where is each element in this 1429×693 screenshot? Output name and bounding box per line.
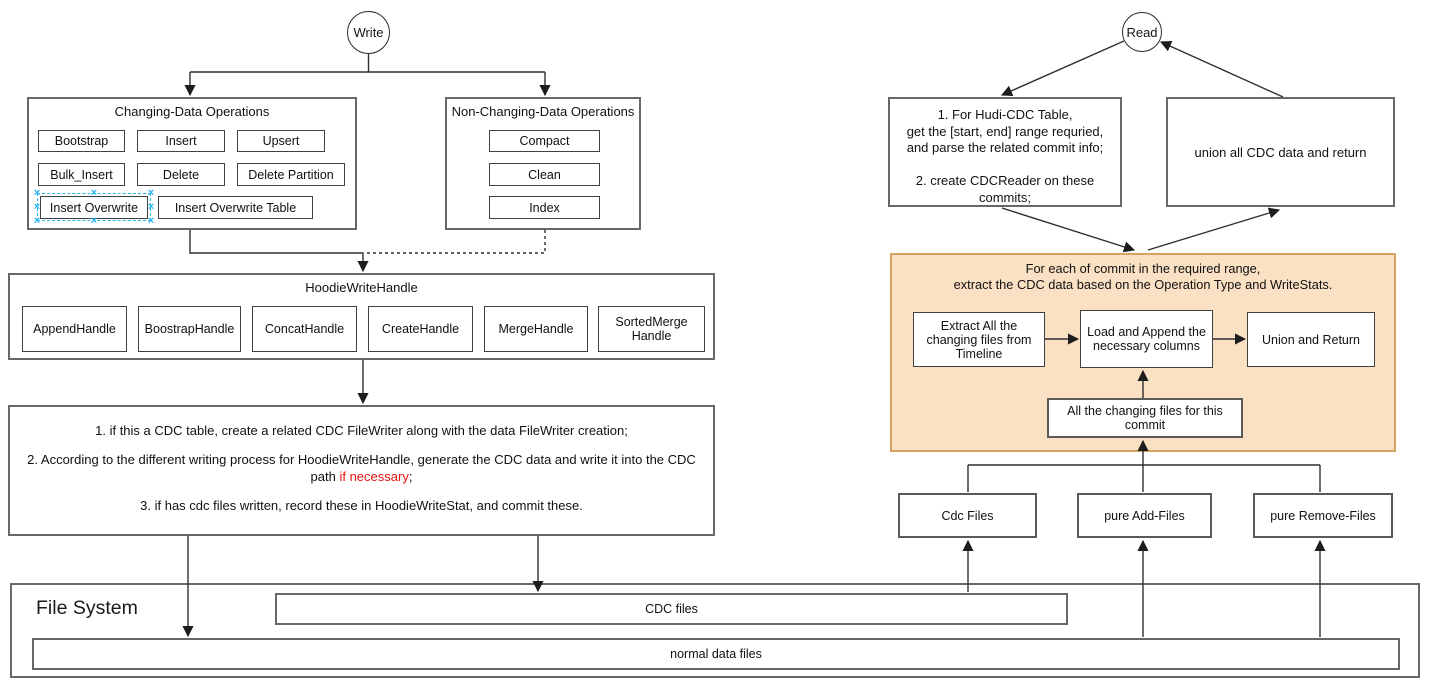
write-step-3: 3. if has cdc files written, record thes… bbox=[140, 498, 583, 513]
union-all-box-label: union all CDC data and return bbox=[1194, 144, 1367, 160]
non-changing-ops-title: Non-Changing-Data Operations bbox=[451, 104, 635, 119]
handle-append[interactable]: AppendHandle bbox=[22, 306, 127, 352]
selection-handle-icon[interactable]: × bbox=[33, 215, 41, 227]
op-compact[interactable]: Compact bbox=[489, 130, 600, 152]
op-bulk-insert-label: Bulk_Insert bbox=[50, 167, 113, 182]
read-range-line: get the [start, end] range requried, bbox=[906, 123, 1104, 139]
extract-files-box-label: Extract All the changing files from Time… bbox=[926, 318, 1032, 361]
cdc-files-group-box[interactable]: Cdc Files bbox=[898, 493, 1037, 538]
normal-files-store-label: normal data files bbox=[670, 647, 762, 661]
op-insert-overwrite-label: Insert Overwrite bbox=[49, 200, 139, 215]
connector-range-to-percommit[interactable] bbox=[1001, 207, 1136, 253]
write-step-2-suffix: ; bbox=[408, 469, 413, 484]
handle-concat-label: ConcatHandle bbox=[264, 322, 345, 336]
read-range-line: 2. create CDCReader on these bbox=[915, 173, 1095, 188]
connector-nonchanging-dashed[interactable] bbox=[366, 230, 546, 254]
cdc-files-store-label: CDC files bbox=[645, 602, 698, 616]
load-append-box-label: Load and Append the necessary columns bbox=[1087, 325, 1206, 353]
op-index[interactable]: Index bbox=[489, 196, 600, 219]
handle-boostrap[interactable]: BoostrapHandle bbox=[138, 306, 241, 352]
selection-outline: × × × × × × × × bbox=[34, 188, 154, 227]
op-bootstrap[interactable]: Bootstrap bbox=[38, 130, 125, 152]
add-files-group-label: pure Add-Files bbox=[1104, 508, 1185, 523]
selection-handle-icon[interactable]: × bbox=[33, 187, 41, 199]
connector-read-to-range-box[interactable] bbox=[1000, 40, 1125, 97]
remove-files-group-label: pure Remove-Files bbox=[1270, 508, 1376, 523]
union-return-box-label: Union and Return bbox=[1262, 332, 1360, 347]
op-delete-partition[interactable]: Delete Partition bbox=[237, 163, 345, 186]
handle-concat[interactable]: ConcatHandle bbox=[252, 306, 357, 352]
selection-handle-icon[interactable]: × bbox=[147, 201, 155, 213]
normal-files-store[interactable]: normal data files bbox=[32, 638, 1400, 670]
connector-percommit-to-union[interactable] bbox=[1147, 207, 1281, 251]
changing-files-box[interactable]: All the changing files for this commit bbox=[1047, 398, 1243, 438]
write-step-2-highlight: if necessary bbox=[339, 469, 409, 484]
cdc-write-steps-box[interactable]: 1. if this a CDC table, create a related… bbox=[8, 405, 715, 536]
file-system-title: File System bbox=[36, 597, 138, 619]
changing-ops-title: Changing-Data Operations bbox=[114, 104, 270, 119]
handle-create-label: CreateHandle bbox=[381, 322, 460, 336]
op-clean-label: Clean bbox=[528, 167, 561, 182]
op-insert-overwrite[interactable]: Insert Overwrite bbox=[40, 196, 148, 219]
op-bulk-insert[interactable]: Bulk_Insert bbox=[38, 163, 125, 186]
write-step-2-prefix: 2. According to the different writing pr… bbox=[27, 452, 696, 484]
connector-changing-to-writehandle[interactable] bbox=[189, 230, 369, 273]
write-node[interactable]: Write bbox=[347, 11, 390, 54]
op-delete-partition-label: Delete Partition bbox=[248, 167, 334, 182]
handle-append-label: AppendHandle bbox=[33, 322, 116, 336]
read-range-line bbox=[890, 157, 1120, 174]
handle-create[interactable]: CreateHandle bbox=[368, 306, 473, 352]
op-upsert-label: Upsert bbox=[262, 134, 300, 148]
op-insert-overwrite-table-label: Insert Overwrite Table bbox=[174, 200, 297, 215]
read-range-line: and parse the related commit info; bbox=[906, 140, 1104, 155]
selection-handle-icon[interactable]: × bbox=[33, 201, 41, 213]
handle-merge-label: MergeHandle bbox=[498, 322, 574, 336]
cdc-files-group-label: Cdc Files bbox=[941, 508, 994, 523]
op-upsert[interactable]: Upsert bbox=[237, 130, 325, 152]
selection-handle-icon[interactable]: × bbox=[147, 187, 155, 199]
per-commit-title-line2: extract the CDC data based on the Operat… bbox=[953, 277, 1333, 292]
op-compact-label: Compact bbox=[519, 134, 570, 148]
selection-handle-icon[interactable]: × bbox=[90, 187, 98, 199]
handle-boostrap-label: BoostrapHandle bbox=[144, 322, 235, 336]
handle-merge[interactable]: MergeHandle bbox=[484, 306, 588, 352]
read-node[interactable]: Read bbox=[1122, 12, 1162, 52]
read-range-box[interactable]: 1. For Hudi-CDC Table, get the [start, e… bbox=[888, 97, 1122, 207]
handle-sorted-merge[interactable]: SortedMerge Handle bbox=[598, 306, 705, 352]
op-insert-overwrite-table[interactable]: Insert Overwrite Table bbox=[158, 196, 313, 219]
read-range-line: 1. For Hudi-CDC Table, bbox=[937, 107, 1073, 122]
write-node-label: Write bbox=[353, 25, 384, 40]
op-insert-label: Insert bbox=[165, 134, 197, 148]
connector-union-to-read[interactable] bbox=[1159, 41, 1284, 98]
union-return-box[interactable]: Union and Return bbox=[1247, 312, 1375, 367]
cdc-files-store[interactable]: CDC files bbox=[275, 593, 1068, 625]
read-node-label: Read bbox=[1126, 24, 1158, 40]
op-delete[interactable]: Delete bbox=[137, 163, 225, 186]
selection-handle-icon[interactable]: × bbox=[147, 215, 155, 227]
add-files-group-box[interactable]: pure Add-Files bbox=[1077, 493, 1212, 538]
write-step-2: 2. According to the different writing pr… bbox=[20, 451, 703, 485]
op-insert[interactable]: Insert bbox=[137, 130, 225, 152]
remove-files-group-box[interactable]: pure Remove-Files bbox=[1253, 493, 1393, 538]
op-delete-label: Delete bbox=[162, 167, 200, 182]
op-clean[interactable]: Clean bbox=[489, 163, 600, 186]
per-commit-title-line1: For each of commit in the required range… bbox=[1025, 261, 1261, 276]
hoodie-write-handle-title: HoodieWriteHandle bbox=[305, 280, 418, 295]
extract-files-box[interactable]: Extract All the changing files from Time… bbox=[913, 312, 1045, 367]
op-index-label: Index bbox=[529, 200, 560, 215]
read-range-line: commits; bbox=[979, 189, 1031, 205]
union-all-box[interactable]: union all CDC data and return bbox=[1166, 97, 1395, 207]
op-bootstrap-label: Bootstrap bbox=[54, 134, 109, 148]
handle-sorted-merge-label: SortedMerge Handle bbox=[615, 315, 688, 343]
selection-handle-icon[interactable]: × bbox=[90, 215, 98, 227]
changing-files-box-label: All the changing files for this commit bbox=[1067, 404, 1223, 432]
load-append-box[interactable]: Load and Append the necessary columns bbox=[1080, 310, 1213, 368]
write-step-1: 1. if this a CDC table, create a related… bbox=[95, 423, 628, 438]
